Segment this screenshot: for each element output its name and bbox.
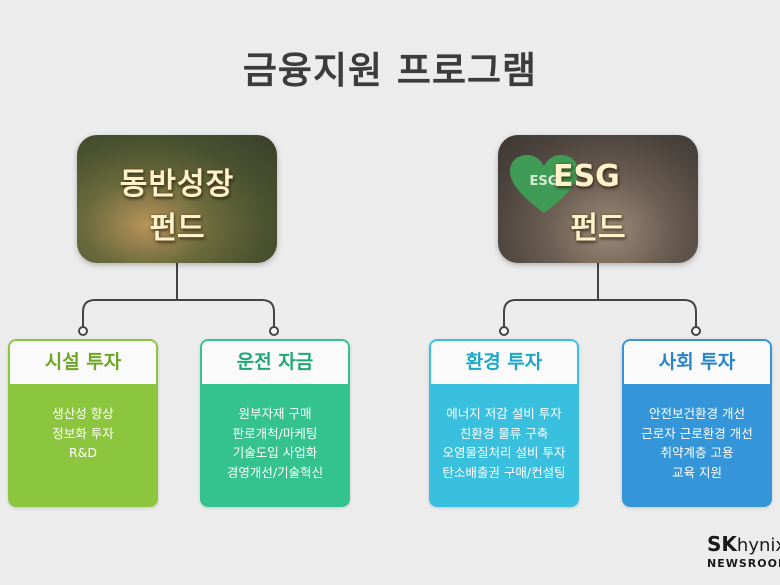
fund-card-esg: ESG ESG 펀드	[498, 135, 698, 263]
sk-hynix-newsroom-logo: SKhynix NEWSROOM	[707, 533, 780, 573]
list-item: 탄소배출권 구매/컨설팅	[442, 464, 566, 480]
category-environmental-investment: 환경 투자 에너지 저감 설비 투자 친환경 물류 구축 오염물질처리 설비 투…	[429, 339, 579, 507]
list-item: 원부자재 구매	[238, 406, 312, 421]
connector-right-branch	[503, 299, 697, 327]
page-title: 금융지원 프로그램	[242, 49, 538, 92]
category-facility-investment: 시설 투자 생산성 향상 정보화 투자 R&D	[8, 339, 158, 507]
list-item: 안전보건환경 개선	[649, 406, 745, 421]
logo-sk: SK	[707, 533, 737, 556]
list-item: 기술도입 사업화	[232, 445, 318, 460]
category-items: 생산성 향상 정보화 투자 R&D	[8, 384, 158, 507]
connector-left-branch	[82, 299, 275, 327]
category-title: 시설 투자	[8, 339, 158, 384]
list-item: 생산성 향상	[52, 406, 114, 421]
list-item: 취약계층 고용	[660, 445, 734, 460]
logo-newsroom: NEWSROOM	[707, 557, 780, 570]
list-item: R&D	[68, 445, 98, 460]
fund-title-line1: ESG	[553, 159, 620, 194]
category-items: 안전보건환경 개선 근로자 근로환경 개선 취약계층 고용 교육 지원	[622, 384, 772, 507]
list-item: 친환경 물류 구축	[459, 425, 549, 441]
fund-card-shared-growth: 동반성장 펀드	[77, 135, 277, 263]
list-item: 오염물질처리 설비 투자	[442, 445, 566, 460]
category-items: 에너지 저감 설비 투자 친환경 물류 구축 오염물질처리 설비 투자 탄소배출…	[429, 384, 579, 507]
fund-title-line1: 동반성장	[119, 167, 235, 202]
fund-title-line2: 펀드	[149, 211, 205, 246]
heart-badge-text: ESG	[530, 174, 559, 189]
fund-title-line2: 펀드	[570, 211, 626, 246]
category-title: 환경 투자	[429, 339, 579, 384]
heart-icon: ESG	[510, 155, 578, 213]
list-item: 판로개척/마케팅	[232, 425, 318, 441]
category-operating-funds: 운전 자금 원부자재 구매 판로개척/마케팅 기술도입 사업화 경영개선/기술혁…	[200, 339, 350, 507]
category-title: 사회 투자	[622, 339, 772, 384]
logo-hynix: hynix	[736, 535, 780, 556]
list-item: 에너지 저감 설비 투자	[446, 406, 562, 421]
connector-dot-1	[78, 326, 88, 336]
connector-dot-2	[269, 326, 279, 336]
connector-dot-3	[499, 326, 509, 336]
list-item: 정보화 투자	[52, 425, 114, 441]
list-item: 경영개선/기술혁신	[226, 464, 324, 480]
connector-dot-4	[691, 326, 701, 336]
list-item: 근로자 근로환경 개선	[641, 425, 753, 441]
category-title: 운전 자금	[200, 339, 350, 384]
category-social-investment: 사회 투자 안전보건환경 개선 근로자 근로환경 개선 취약계층 고용 교육 지…	[622, 339, 772, 507]
list-item: 교육 지원	[672, 464, 722, 480]
category-items: 원부자재 구매 판로개척/마케팅 기술도입 사업화 경영개선/기술혁신	[200, 384, 350, 507]
